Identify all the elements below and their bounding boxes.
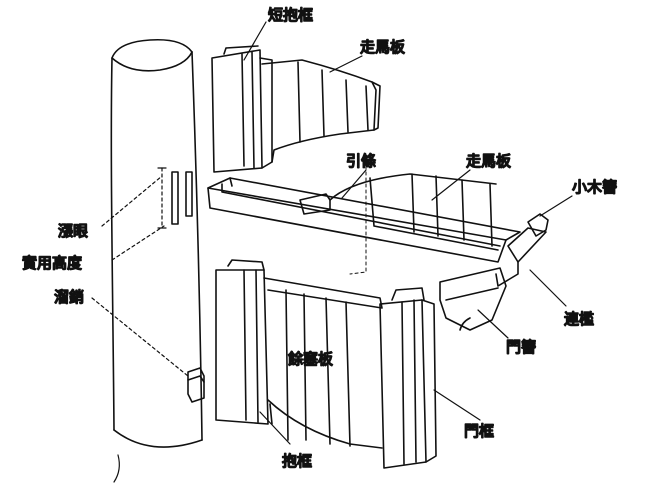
label-slide-pin: 溜銷 <box>54 288 84 306</box>
slide-pin-block <box>187 367 205 403</box>
top-walk-board <box>261 59 381 163</box>
filler-board <box>263 277 383 449</box>
small-wood-beam <box>495 213 549 287</box>
label-walk-board-right: 走馬板 <box>466 152 511 170</box>
middle-sill <box>207 177 521 263</box>
label-rising-eye: 漲眼 <box>58 222 88 240</box>
door-frame-right <box>379 287 437 469</box>
label-walk-board-top: 走馬板 <box>360 38 405 56</box>
lead-strip <box>299 173 497 215</box>
label-short-frame: 短抱框 <box>268 6 313 24</box>
mortise-slots <box>171 171 193 225</box>
label-real-height: 實用高度 <box>22 254 82 272</box>
height-guideline <box>349 165 367 275</box>
height-bracket <box>157 167 167 229</box>
column-post <box>110 38 203 483</box>
right-walk-board <box>369 173 499 251</box>
label-door-frame: 門框 <box>464 422 494 440</box>
top-short-frame <box>211 45 273 173</box>
label-connecting-sill: 連檻 <box>564 310 594 328</box>
door-beam-block <box>439 267 507 331</box>
label-door-beam: 門簪 <box>506 338 536 356</box>
label-side-frame: 抱框 <box>282 452 312 470</box>
leader-lines <box>91 21 573 445</box>
side-frame-left <box>215 259 269 425</box>
label-small-beam: 小木簪 <box>572 178 617 196</box>
label-filler-board: 餘塞板 <box>288 350 333 368</box>
label-lead-strip: 引條 <box>346 152 376 170</box>
